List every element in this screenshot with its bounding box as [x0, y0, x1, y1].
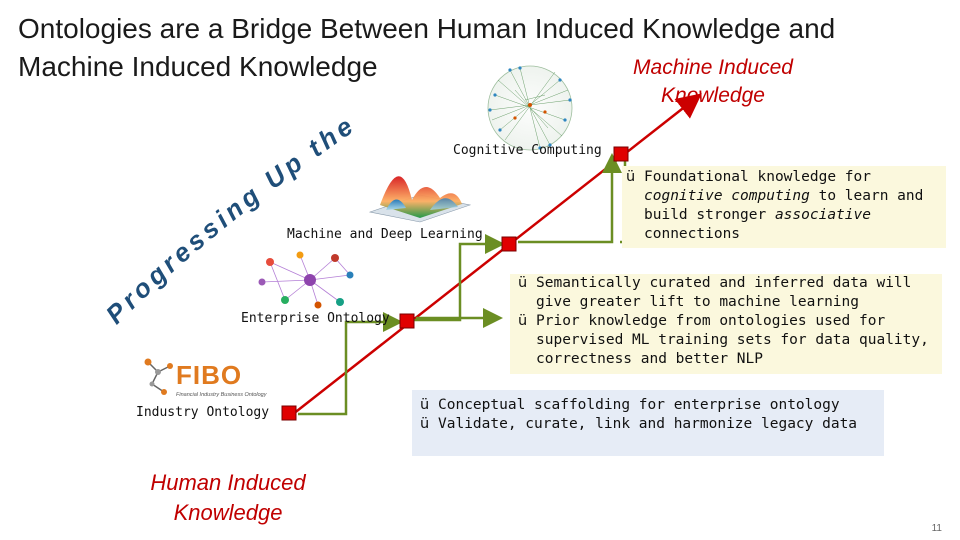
marker-ml [501, 236, 517, 252]
title-line-2: Machine Induced Knowledge [18, 51, 378, 82]
marker-cognitive [613, 146, 629, 162]
note-enterprise: ü Conceptual scaffolding for enterprise o… [412, 390, 884, 456]
enterprise-cluster-image [258, 251, 354, 309]
machine-induced-line-1: Machine Induced [633, 56, 793, 79]
note-cognitive-text-a: Foundational knowledge for [644, 169, 871, 185]
note-ml-item-text: Prior knowledge from ontologies used for… [536, 313, 929, 367]
fibo-logo: FIBO Financial Industry Business Ontolog… [144, 358, 268, 398]
fibo-tagline: Financial Industry Business Ontology [176, 392, 268, 398]
check-icon: ü [626, 169, 636, 185]
fibo-wordmark: FIBO [176, 360, 242, 390]
note-enterprise-item-text: Validate, curate, link and harmonize leg… [438, 416, 858, 432]
note-cognitive-text-e: connections [644, 226, 741, 242]
title-line-1: Ontologies are a Bridge Between Human In… [18, 13, 836, 44]
slide-title: Ontologies are a Bridge Between Human In… [18, 10, 835, 86]
check-icon: ü [518, 313, 528, 329]
human-induced-label: Human Induced Knowledge [108, 468, 348, 528]
check-icon: ü [518, 275, 528, 291]
note-ml-item: ü Prior knowledge from ontologies used fo… [516, 312, 936, 369]
stage-label-cognitive: Cognitive Computing [453, 143, 602, 158]
note-enterprise-list: ü Conceptual scaffolding for enterprise o… [418, 396, 878, 434]
cognitive-network-image [487, 65, 573, 151]
page-number: 11 [931, 523, 942, 534]
human-induced-line-1: Human Induced [150, 470, 306, 495]
human-induced-line-2: Knowledge [173, 500, 283, 525]
note-cognitive-text-d: associative [774, 207, 871, 223]
note-cognitive: ü Foundational knowledge for cognitive c… [622, 166, 946, 248]
marker-enterprise [399, 313, 415, 329]
note-ml-item-text: Semantically curated and inferred data w… [536, 275, 912, 310]
step-connector-2 [413, 234, 505, 322]
note-enterprise-item: ü Conceptual scaffolding for enterprise o… [418, 396, 878, 415]
note-ml: ü Semantically curated and inferred data … [510, 274, 942, 374]
note-ml-list: ü Semantically curated and inferred data … [516, 274, 936, 369]
stage-label-enterprise: Enterprise Ontology [241, 311, 390, 326]
note-enterprise-item: ü Validate, curate, link and harmonize le… [418, 415, 878, 434]
note-cognitive-text-b: cognitive computing [644, 188, 810, 204]
check-icon: ü [420, 416, 430, 432]
marker-industry [281, 405, 297, 421]
ml-surface-plot-image [368, 176, 472, 223]
check-icon: ü [420, 397, 430, 413]
stage-label-ml: Machine and Deep Learning [287, 227, 483, 242]
note-cognitive-text-c: to learn and build stronger [644, 188, 924, 223]
note-enterprise-item-text: Conceptual scaffolding for enterprise on… [438, 397, 840, 413]
step-connector-1 [298, 312, 403, 416]
step-connector-3 [518, 153, 622, 244]
note-ml-item: ü Semantically curated and inferred data … [516, 274, 936, 312]
stage-label-industry: Industry Ontology [136, 405, 270, 420]
